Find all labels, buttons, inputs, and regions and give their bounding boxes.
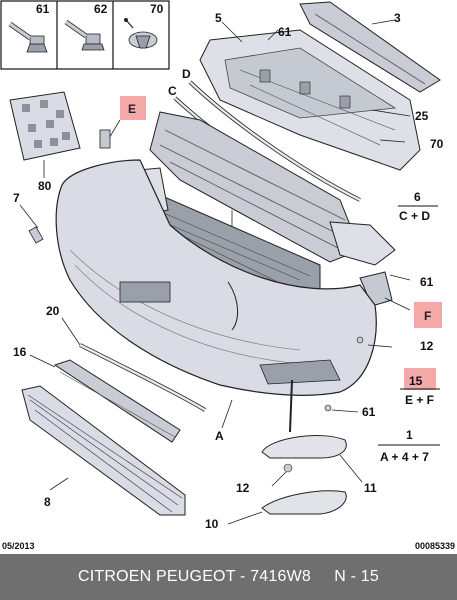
label-A: A bbox=[215, 429, 224, 443]
label-12-bottom: 12 bbox=[236, 481, 250, 495]
label-11: 11 bbox=[364, 481, 377, 495]
lower-grille-8 bbox=[21, 385, 186, 516]
label-E: E bbox=[128, 102, 136, 116]
formula-6-expression: C + D bbox=[399, 209, 430, 223]
clip-assortment-80 bbox=[9, 91, 81, 178]
trim-strip-20 bbox=[61, 317, 207, 412]
clip-7 bbox=[19, 204, 44, 244]
formula-1-expression: A + 4 + 7 bbox=[380, 450, 429, 464]
highlight-F bbox=[414, 302, 442, 328]
formula-15-number: 15 bbox=[409, 374, 423, 388]
label-80: 80 bbox=[38, 179, 52, 193]
footer-bar: CITROEN PEUGEOT - 7416W8 N - 15 bbox=[0, 554, 457, 600]
part-number-title: CITROEN PEUGEOT - 7416W8 N - 15 bbox=[78, 568, 379, 585]
side-bracket-right bbox=[329, 221, 411, 311]
fog-trim-10 bbox=[227, 490, 347, 525]
bumper-cover-A bbox=[55, 159, 393, 433]
formula-15: 15 E + F bbox=[400, 368, 440, 407]
label-10: 10 bbox=[205, 517, 219, 531]
formula-15-expression: E + F bbox=[405, 393, 434, 407]
fastener-boxes: 61 62 70 bbox=[0, 0, 170, 70]
label-61-right: 61 bbox=[420, 275, 434, 289]
label-20: 20 bbox=[46, 304, 60, 318]
label-12-right: 12 bbox=[420, 339, 434, 353]
label-D: D bbox=[182, 67, 191, 81]
grille-strip-16 bbox=[29, 354, 181, 443]
label-61-top: 61 bbox=[278, 25, 292, 39]
fastener-61-number: 61 bbox=[36, 2, 50, 16]
label-F: F bbox=[424, 309, 431, 323]
formula-6: 6 C + D bbox=[398, 190, 438, 223]
label-5: 5 bbox=[215, 11, 222, 25]
screw-61-bottom bbox=[324, 404, 359, 413]
formula-6-number: 6 bbox=[414, 190, 421, 204]
label-3: 3 bbox=[394, 11, 401, 25]
label-8: 8 bbox=[44, 495, 51, 509]
label-7: 7 bbox=[13, 191, 20, 205]
beam-absorber-5 bbox=[199, 21, 421, 171]
label-C: C bbox=[168, 84, 177, 98]
highlight-E bbox=[99, 96, 146, 149]
upper-grille-4 bbox=[149, 111, 361, 263]
upper-rail-3 bbox=[299, 1, 441, 93]
screw-61-icon bbox=[8, 21, 48, 53]
fastener-62-number: 62 bbox=[94, 2, 108, 16]
diagram-date: 05/2013 bbox=[2, 541, 35, 551]
screw-62-icon bbox=[64, 19, 105, 51]
formula-1: 1 A + 4 + 7 bbox=[378, 428, 440, 464]
diagram-reference-number: 00085339 bbox=[414, 541, 455, 551]
fog-trim-11 bbox=[261, 435, 363, 487]
formula-1-number: 1 bbox=[406, 428, 413, 442]
fastener-70-number: 70 bbox=[150, 2, 164, 16]
label-70-right: 70 bbox=[430, 137, 444, 151]
exploded-parts-diagram: 61 62 70 bbox=[0, 0, 444, 531]
label-16: 16 bbox=[13, 345, 27, 359]
clip-70-icon bbox=[124, 18, 158, 49]
label-61-bottom: 61 bbox=[362, 405, 376, 419]
label-25: 25 bbox=[415, 109, 429, 123]
